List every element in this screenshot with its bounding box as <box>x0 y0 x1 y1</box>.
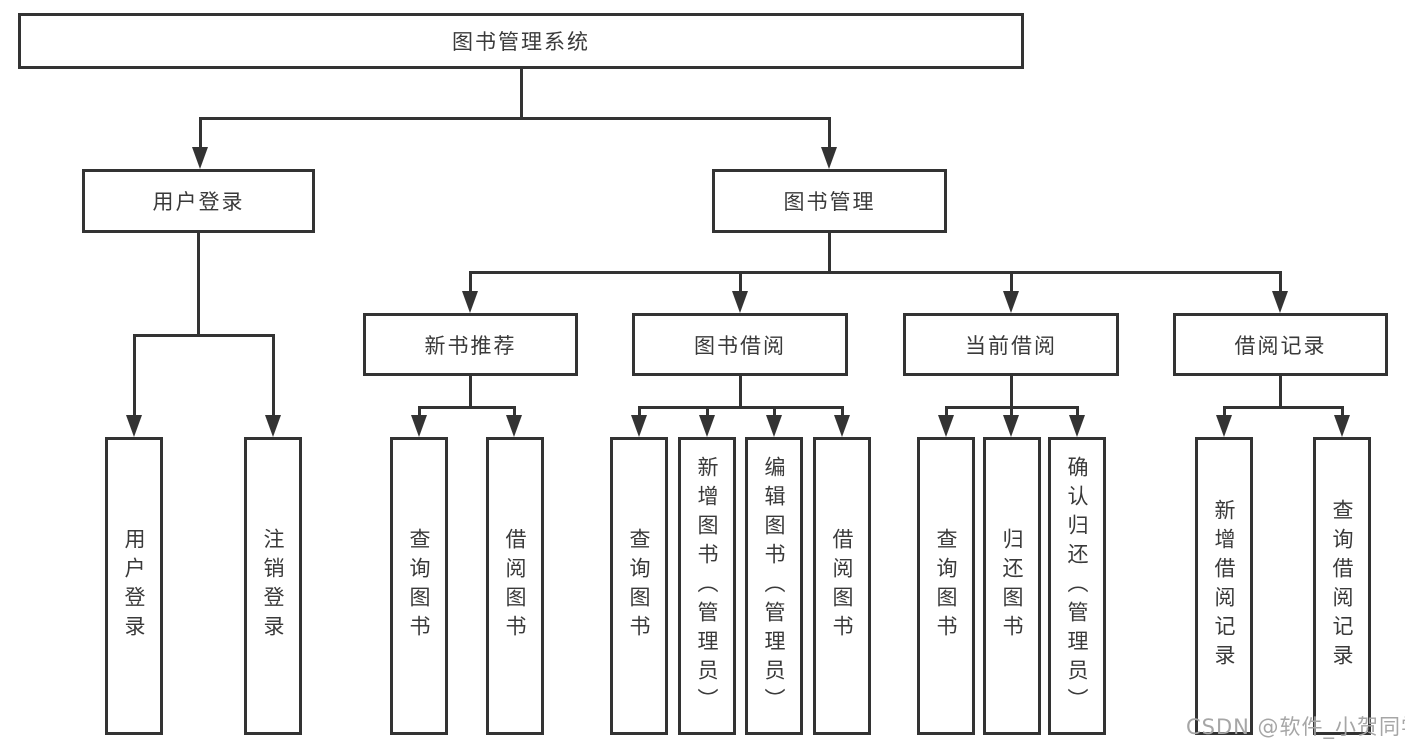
arrow-down-icon <box>938 415 954 437</box>
leaf-bb-add-books-admin: 新增图书（管理员） <box>678 437 736 735</box>
leaf-cb-return-books: 归还图书 <box>983 437 1041 735</box>
arrow-down-icon <box>732 291 748 313</box>
leaf-bb-borrow-books: 借阅图书 <box>813 437 871 735</box>
connector-segment <box>739 272 742 295</box>
node-book-borrowing: 图书借阅 <box>632 313 848 376</box>
leaf-cb-confirm-return-admin: 确认归还（管理员） <box>1048 437 1106 735</box>
node-user-login: 用户登录 <box>82 169 315 233</box>
arrow-down-icon <box>411 415 427 437</box>
connector-segment <box>828 233 831 273</box>
connector-segment <box>199 117 831 120</box>
connector-segment <box>945 407 948 417</box>
leaf-user-login: 用户登录 <box>105 437 163 735</box>
leaf-bb-query-books: 查询图书 <box>610 437 668 735</box>
connector-segment <box>1010 375 1013 408</box>
arrow-down-icon <box>1272 291 1288 313</box>
connector-segment <box>773 407 776 417</box>
connector-segment <box>469 271 1282 274</box>
connector-segment <box>469 272 472 295</box>
connector-segment <box>841 407 844 417</box>
leaf-bb-edit-books-admin: 编辑图书（管理员） <box>745 437 803 735</box>
connector-segment <box>1076 407 1079 417</box>
connector-segment <box>469 375 472 408</box>
arrow-down-icon <box>821 147 837 169</box>
arrow-down-icon <box>1069 415 1085 437</box>
connector-segment <box>418 407 421 417</box>
arrow-down-icon <box>126 415 142 437</box>
leaf-br-add-borrow-record: 新增借阅记录 <box>1195 437 1253 735</box>
connector-segment <box>706 407 709 417</box>
connector-segment <box>1279 272 1282 295</box>
connector-segment <box>1223 406 1344 409</box>
connector-segment <box>418 406 516 409</box>
connector-segment <box>1010 407 1013 417</box>
arrow-down-icon <box>699 415 715 437</box>
leaf-cb-query-books: 查询图书 <box>917 437 975 735</box>
arrow-down-icon <box>506 415 522 437</box>
connector-segment <box>197 233 200 336</box>
connector-segment <box>638 406 844 409</box>
node-borrowing-records: 借阅记录 <box>1173 313 1388 376</box>
arrow-down-icon <box>834 415 850 437</box>
connector-segment <box>133 334 275 337</box>
arrow-down-icon <box>1003 291 1019 313</box>
arrow-down-icon <box>462 291 478 313</box>
node-new-book-recommend: 新书推荐 <box>363 313 578 376</box>
arrow-down-icon <box>265 415 281 437</box>
connector-segment <box>828 118 831 149</box>
arrow-down-icon <box>192 147 208 169</box>
arrow-down-icon <box>766 415 782 437</box>
connector-segment <box>945 406 1079 409</box>
connector-segment <box>272 335 275 417</box>
arrow-down-icon <box>631 415 647 437</box>
csdn-watermark: CSDN @软件_小贺同学 <box>1186 715 1405 739</box>
node-library-system: 图书管理系统 <box>18 13 1024 69</box>
leaf-logout-login: 注销登录 <box>244 437 302 735</box>
leaf-nb-query-books: 查询图书 <box>390 437 448 735</box>
arrow-down-icon <box>1003 415 1019 437</box>
connector-segment <box>1279 375 1282 408</box>
connector-segment <box>1010 272 1013 295</box>
connector-segment <box>133 335 136 417</box>
connector-segment <box>520 69 523 119</box>
connector-segment <box>513 407 516 417</box>
arrow-down-icon <box>1216 415 1232 437</box>
connector-segment <box>1341 407 1344 417</box>
arrow-down-icon <box>1334 415 1350 437</box>
connector-segment <box>739 375 742 408</box>
leaf-br-query-borrow-record: 查询借阅记录 <box>1313 437 1371 735</box>
leaf-nb-borrow-books: 借阅图书 <box>486 437 544 735</box>
connector-segment <box>199 118 202 149</box>
connector-segment <box>638 407 641 417</box>
connector-segment <box>1223 407 1226 417</box>
node-book-management: 图书管理 <box>712 169 947 233</box>
node-current-borrowing: 当前借阅 <box>903 313 1119 376</box>
